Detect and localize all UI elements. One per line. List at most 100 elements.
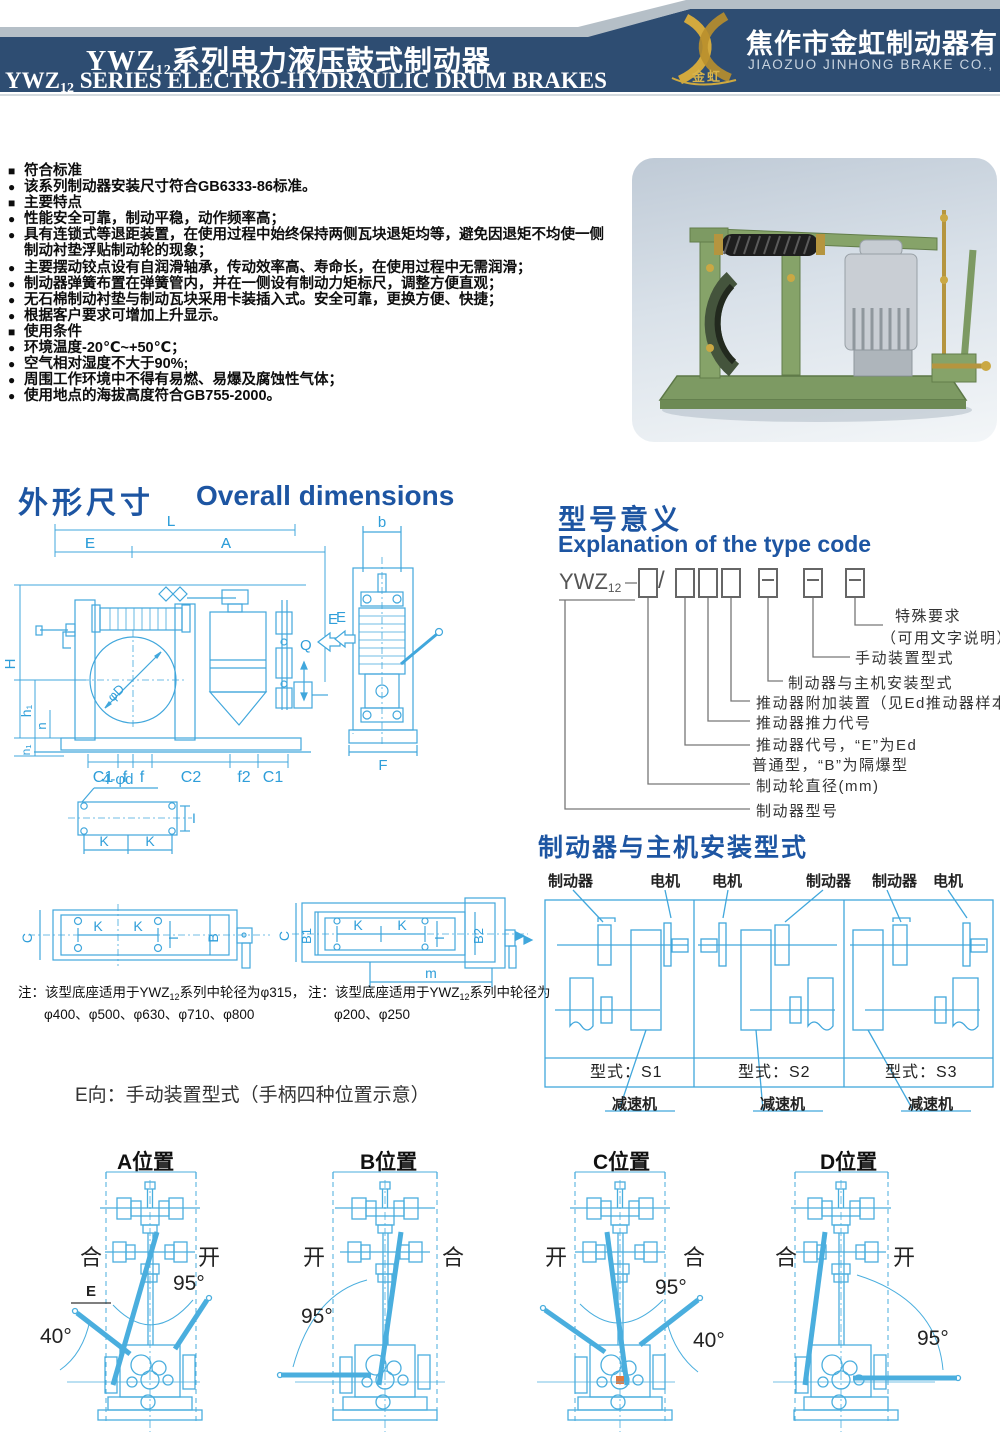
install-label-reducer: 减速机 bbox=[908, 1096, 954, 1113]
install-label-reducer: 减速机 bbox=[760, 1096, 806, 1113]
page-title-cn: YWZ12系列电力液压鼓式制动器 bbox=[86, 46, 491, 78]
svg-text:E: E bbox=[328, 611, 338, 628]
svg-text:B1: B1 bbox=[299, 928, 314, 944]
base-plate-note-1: 注：该型底座适用于YWZ12系列中轮径为φ315， φ400、φ500、φ630… bbox=[18, 985, 306, 1022]
svg-text:C: C bbox=[19, 933, 35, 943]
svg-text:C: C bbox=[276, 931, 292, 941]
type-code-label: 制动器型号 bbox=[756, 803, 839, 820]
list-item: ●性能安全可靠，制动平稳，动作频率高； bbox=[8, 211, 285, 228]
svg-text:E: E bbox=[85, 535, 95, 552]
position-c-drawing bbox=[537, 1171, 704, 1432]
type-code-box bbox=[675, 568, 695, 598]
svg-text:I: I bbox=[192, 810, 196, 826]
type-code-slash: / bbox=[658, 567, 665, 594]
type-code-model: YWZ12 bbox=[559, 569, 622, 595]
bolt-pattern-drawing: 4-φd I K K bbox=[68, 771, 196, 854]
type-code-label: 推动器代号，“E”为Ed bbox=[756, 737, 918, 754]
install-label-motor: 电机 bbox=[712, 873, 743, 890]
type-code-box bbox=[758, 568, 778, 598]
install-type-s3: 型式：S3 bbox=[885, 1064, 958, 1081]
svg-text:m: m bbox=[425, 965, 437, 981]
company-name-en: JIAOZUO JINHONG BRAKE CO., LTD bbox=[748, 57, 1000, 72]
type-code-box bbox=[803, 568, 823, 598]
manual-section-heading: E向：手动装置型式（手柄四种位置示意） bbox=[75, 1085, 430, 1106]
list-item: ●具有连锁式等退距装置，在使用过程中始终保持两侧瓦块退矩均等，避免因退矩不均使一… bbox=[8, 227, 604, 244]
position-a-diagram: A位置 合 开 95 bbox=[35, 1142, 245, 1442]
svg-text:K: K bbox=[397, 917, 407, 933]
svg-text:K: K bbox=[145, 833, 155, 849]
position-a-drawing bbox=[59, 1171, 213, 1432]
company-name-cn: 焦作市金虹制动器有限公司 bbox=[746, 29, 1000, 59]
position-b-diagram: B位置 开 合 95° bbox=[275, 1142, 485, 1442]
base-plate-drawing-2: K K I B1 B2 C m bbox=[276, 897, 534, 988]
base-plate-drawing-1: K K I C B bbox=[19, 904, 270, 969]
type-code-section: 型号意义 Explanation of the type code YWZ12 … bbox=[545, 495, 1000, 830]
brake-photo-illustration bbox=[658, 210, 991, 422]
svg-text:b: b bbox=[378, 514, 386, 531]
list-item: ●主要摆动铰点设有自润滑轴承，传动效率高、寿命长，在使用过程中无需润滑； bbox=[8, 259, 532, 276]
section-title-typecode-en: Explanation of the type code bbox=[558, 531, 872, 557]
list-item: ●该系列制动器安装尺寸符合GB6333-86标准。 bbox=[8, 179, 317, 196]
install-type-s2: 型式：S2 bbox=[738, 1064, 811, 1081]
svg-text:H: H bbox=[2, 659, 19, 670]
svg-text:E: E bbox=[85, 535, 95, 552]
svg-text:F: F bbox=[378, 757, 387, 774]
type-code-leaders bbox=[559, 582, 883, 810]
svg-text:K: K bbox=[99, 833, 109, 849]
type-code-label: 特殊要求 bbox=[895, 608, 962, 625]
svg-text:I: I bbox=[166, 936, 181, 940]
svg-text:f: f bbox=[140, 769, 145, 786]
svg-text:C1: C1 bbox=[263, 769, 284, 786]
position-c-diagram: C位置 开 合 95 bbox=[515, 1142, 730, 1442]
page-title-en: YWZ12 SERIES ELECTRO-HYDRAULIC DRUM BRAK… bbox=[5, 68, 607, 96]
position-d-drawing bbox=[773, 1171, 962, 1432]
svg-text:A: A bbox=[221, 535, 231, 552]
svg-text:Q: Q bbox=[300, 637, 312, 654]
svg-text:h₁: h₁ bbox=[18, 704, 34, 717]
type-code-box bbox=[845, 568, 865, 598]
type-code-label: 推动器推力代号 bbox=[756, 715, 872, 732]
install-section: 制动器与主机安装型式 制动器 电机 电机 制动器 制动器 电机 bbox=[535, 828, 1000, 1140]
section-title-typecode-cn: 型号意义 bbox=[558, 504, 683, 535]
install-label-reducer: 减速机 bbox=[612, 1096, 658, 1113]
svg-text:f2: f2 bbox=[237, 769, 250, 786]
svg-text:f: f bbox=[123, 769, 128, 786]
svg-text:K: K bbox=[93, 918, 103, 934]
logo-caption: 金虹 bbox=[692, 69, 723, 84]
svg-text:K: K bbox=[353, 917, 363, 933]
svg-text:φD: φD bbox=[104, 681, 127, 704]
type-code-label: 制动轮直径(mm) bbox=[756, 778, 880, 795]
header-hairline bbox=[0, 94, 1000, 96]
position-b-drawing bbox=[276, 1171, 445, 1432]
feature-list: ■符合标准 ●该系列制动器安装尺寸符合GB6333-86标准。 ■主要特点 ●性… bbox=[8, 163, 648, 404]
svg-text:C2: C2 bbox=[181, 769, 202, 786]
list-item: ●环境温度-20℃~+50℃； bbox=[8, 340, 186, 357]
company-logo-icon bbox=[671, 12, 737, 86]
install-label-motor: 电机 bbox=[650, 873, 681, 890]
svg-text:L: L bbox=[167, 513, 175, 530]
install-label-brake: 制动器 bbox=[806, 873, 852, 890]
svg-text:n₁: n₁ bbox=[19, 745, 33, 756]
install-label-motor: 电机 bbox=[933, 873, 964, 890]
svg-text:B2: B2 bbox=[471, 928, 486, 944]
list-item: ●制动器弹簧布置在弹簧管内，并在一侧设有制动力矩标尺，调整方便直观； bbox=[8, 275, 503, 292]
section-title-install: 制动器与主机安装型式 bbox=[538, 834, 809, 862]
product-photo bbox=[632, 158, 997, 442]
list-item: ■符合标准 bbox=[8, 163, 82, 179]
type-code-box bbox=[698, 568, 718, 598]
svg-text:n: n bbox=[34, 722, 49, 729]
list-item: ●根据客户要求可增加上升显示。 bbox=[8, 307, 227, 324]
base-plate-note-2: 注：该型底座适用于YWZ12系列中轮径为 φ200、φ250 bbox=[308, 985, 551, 1022]
section-title-overall-en: Overall dimensions bbox=[196, 480, 455, 511]
svg-text:K: K bbox=[133, 918, 143, 934]
front-view-drawing: L E A H h₁ n n₁ φD Q E bbox=[2, 513, 341, 786]
type-code-box bbox=[638, 568, 658, 598]
type-code-box bbox=[721, 568, 741, 598]
type-code-label: 普通型，“B”为隔爆型 bbox=[752, 757, 909, 774]
install-label-brake: 制动器 bbox=[548, 873, 594, 890]
svg-text:C1: C1 bbox=[93, 769, 114, 786]
list-item: ●使用地点的海拔高度符合GB755-2000。 bbox=[8, 388, 282, 405]
list-item: ●无石棉制动衬垫与制动瓦块采用卡装插入式。安全可靠，更换方便、快捷； bbox=[8, 291, 503, 308]
svg-text:L: L bbox=[167, 513, 175, 530]
